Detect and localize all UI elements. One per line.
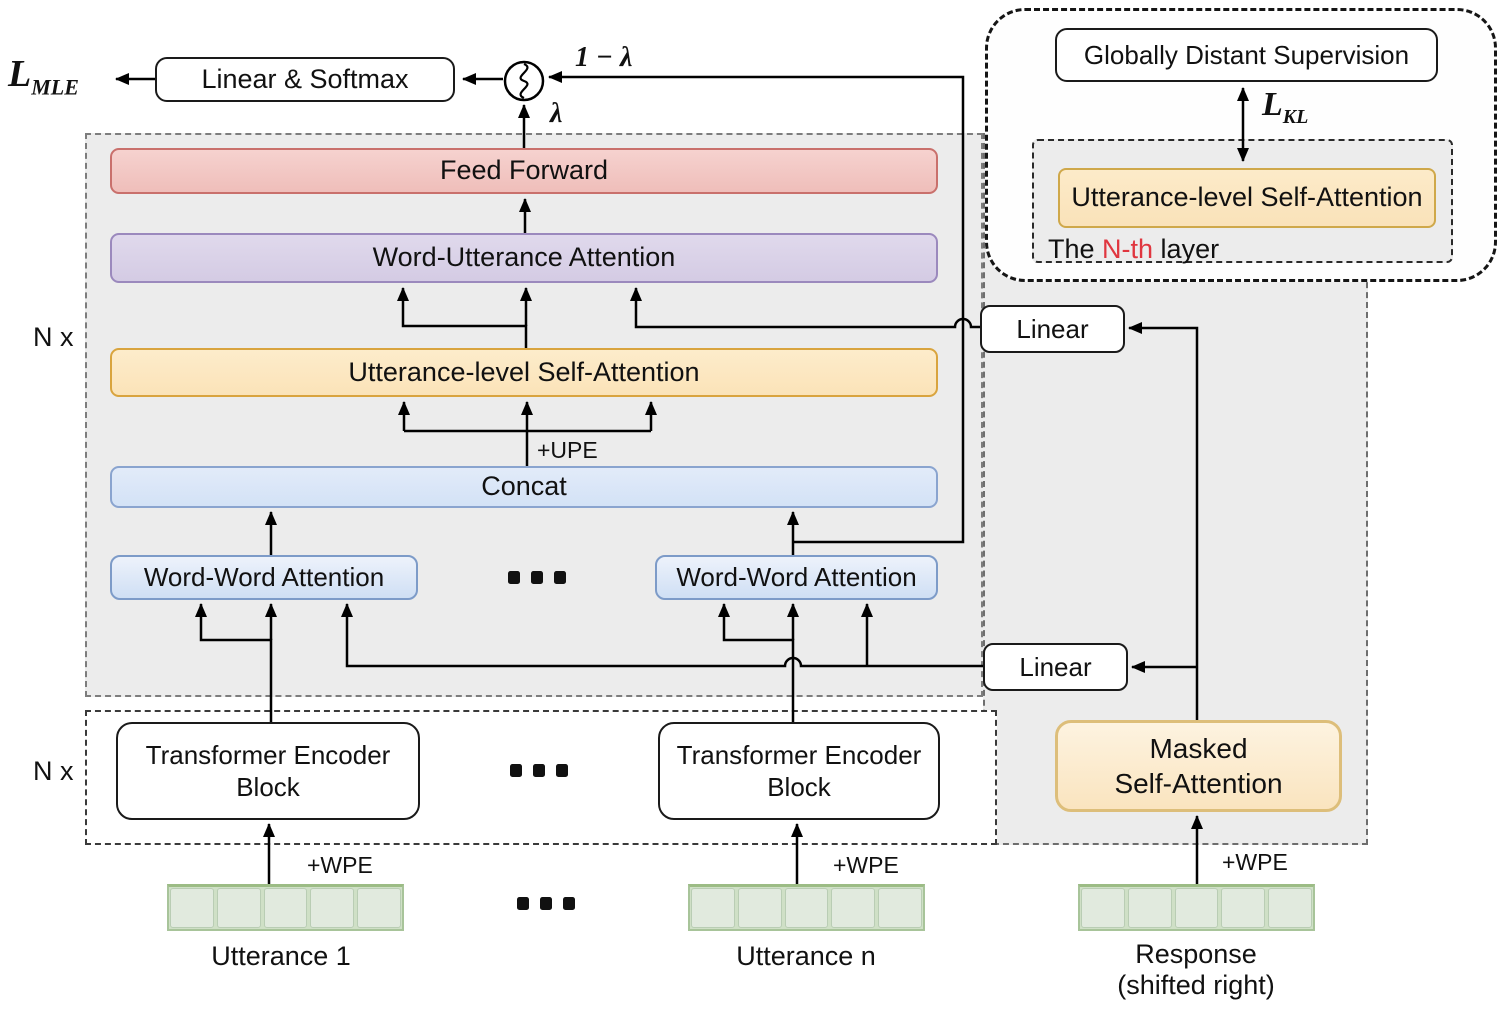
loss-mle-label: LMLE xyxy=(8,53,79,100)
utterance-n-label: Utterance n xyxy=(736,941,876,971)
word-word-attention-right-box: Word-Word Attention xyxy=(655,555,938,600)
wpe-label-utterance-1: +WPE xyxy=(307,852,373,878)
wpe-label-utterance-n: +WPE xyxy=(833,852,899,878)
linear-top-box: Linear xyxy=(980,305,1125,353)
loss-kl-label: LKL xyxy=(1262,86,1309,128)
response-token-strip xyxy=(1078,884,1315,931)
encoder-ellipsis xyxy=(505,764,573,777)
utterance-level-self-attention-box: Utterance-level Self-Attention xyxy=(110,348,938,397)
one-minus-lambda-label: 1 − λ xyxy=(575,42,633,73)
wpe-label-response: +WPE xyxy=(1222,849,1288,875)
wwa-ellipsis xyxy=(503,571,571,584)
nth-layer-note: The N-th layer xyxy=(1048,234,1220,264)
response-label: Response (shifted right) xyxy=(1117,939,1275,1000)
transformer-encoder-block-right: Transformer Encoder Block xyxy=(658,722,940,820)
masked-self-attention-box: Masked Self-Attention xyxy=(1055,720,1342,812)
word-word-attention-left-box: Word-Word Attention xyxy=(110,555,418,600)
concat-box: Concat xyxy=(110,466,938,508)
utterance-1-label: Utterance 1 xyxy=(211,941,351,971)
main-repeat-block-panel xyxy=(85,133,983,697)
main-block-repeat-label: N x xyxy=(33,322,74,352)
utterance-1-token-strip xyxy=(167,884,404,931)
transformer-encoder-block-left: Transformer Encoder Block xyxy=(116,722,420,820)
upe-label: +UPE xyxy=(537,437,598,463)
encoder-block-repeat-label: N x xyxy=(33,756,74,786)
nth-layer-ulsa-box: Utterance-level Self-Attention xyxy=(1058,168,1436,228)
word-utterance-attention-box: Word-Utterance Attention xyxy=(110,233,938,283)
utterance-n-token-strip xyxy=(688,884,925,931)
inputs-ellipsis xyxy=(512,897,580,910)
nth-highlight: N-th xyxy=(1102,234,1154,264)
globally-distant-supervision-box: Globally Distant Supervision xyxy=(1055,28,1438,82)
linear-bottom-box: Linear xyxy=(983,643,1128,691)
feed-forward-box: Feed Forward xyxy=(110,148,938,194)
lambda-label: λ xyxy=(550,98,563,129)
linear-softmax-box: Linear & Softmax xyxy=(155,57,455,102)
